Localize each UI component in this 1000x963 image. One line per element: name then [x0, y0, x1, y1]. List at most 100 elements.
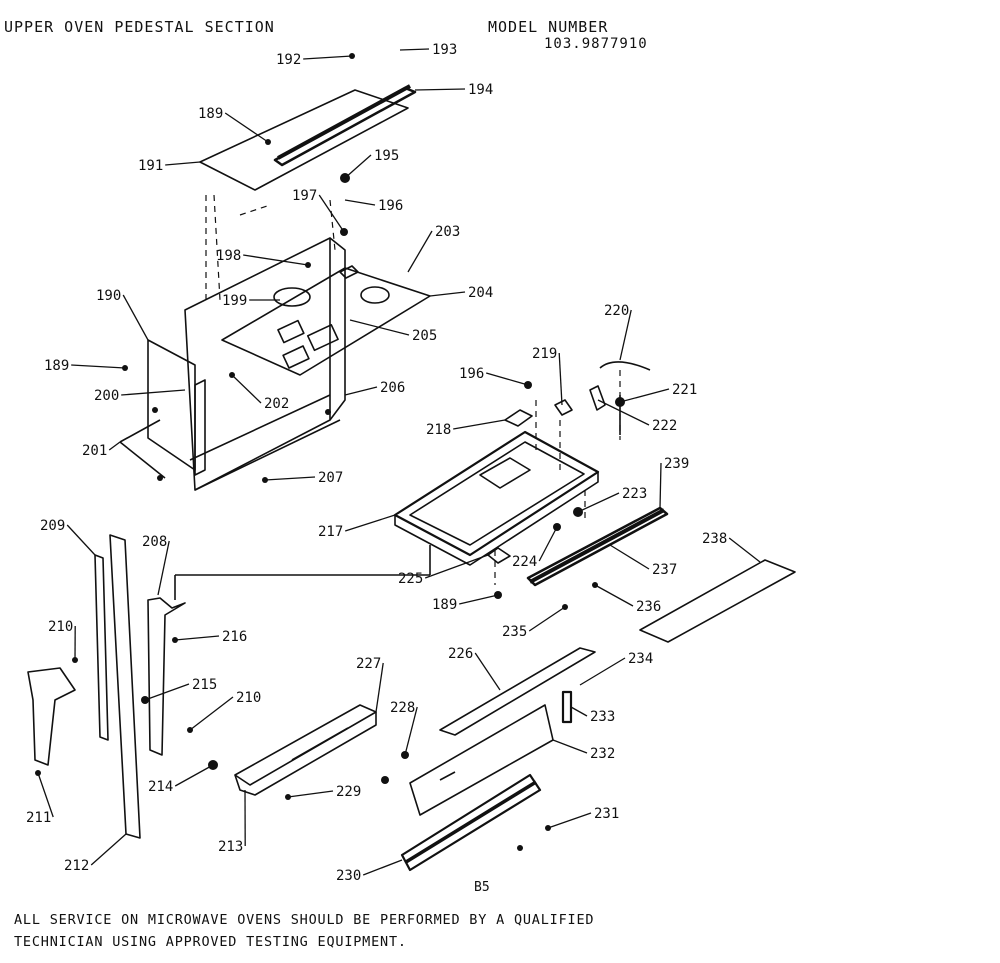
leader-line-216: [174, 635, 220, 641]
leader-line-197: [318, 194, 345, 233]
panel-232: [409, 704, 554, 816]
leader-line-231: [547, 812, 592, 829]
leader-line-200: [121, 389, 186, 396]
part-label-213: 213: [218, 839, 243, 855]
part-label-219: 219: [532, 346, 557, 362]
leader-line-198: [243, 254, 309, 266]
part-label-216: 216: [222, 629, 247, 645]
leader-line-230: [362, 859, 403, 876]
bracket-208: [147, 597, 186, 756]
service-note-line-2: TECHNICIAN USING APPROVED TESTING EQUIPM…: [14, 934, 407, 950]
part-label-234: 234: [628, 651, 653, 667]
part-label-211: 211: [26, 810, 51, 826]
leader-line-237: [609, 544, 650, 570]
part-label-193: 193: [432, 42, 457, 58]
bottom-plate: [639, 559, 796, 643]
leader-line-202: [231, 374, 262, 404]
leader-line-227: [375, 662, 384, 713]
leader-line-220: [619, 309, 632, 361]
leader-line-214: [174, 764, 214, 787]
part-label-218: 218: [426, 422, 451, 438]
part-label-222: 222: [652, 418, 677, 434]
part-label-189: 189: [198, 106, 223, 122]
part-label-192: 192: [276, 52, 301, 68]
leader-line-217: [345, 514, 396, 532]
part-label-220: 220: [604, 303, 629, 319]
leader-line-219: [558, 352, 563, 406]
part-label-191: 191: [138, 158, 163, 174]
part-label-223: 223: [622, 486, 647, 502]
part-label-224: 224: [512, 554, 537, 570]
part-label-230: 230: [336, 868, 361, 884]
leader-line-208: [157, 540, 170, 596]
leader-line-193: [399, 48, 430, 51]
part-label-210: 210: [48, 619, 73, 635]
part-label-207: 207: [318, 470, 343, 486]
strip-212: [109, 534, 141, 839]
part-label-206: 206: [380, 380, 405, 396]
part-label-236: 236: [636, 599, 661, 615]
part-label-226: 226: [448, 646, 473, 662]
leader-line-194: [414, 88, 466, 91]
leader-line-207: [264, 476, 316, 481]
leader-line-203: [407, 230, 433, 273]
channel-230: [400, 773, 542, 872]
leader-line-222: [597, 399, 650, 426]
leader-line-204: [429, 291, 466, 297]
section-title: UPPER OVEN PEDESTAL SECTION: [4, 18, 275, 36]
leader-line-215: [144, 683, 190, 701]
part-label-189-2: 189: [44, 358, 69, 374]
part-label-205: 205: [412, 328, 437, 344]
leader-line-189: [459, 594, 499, 605]
leader-line-195: [344, 154, 372, 179]
leader-line-233: [570, 706, 588, 717]
strip-209: [94, 554, 109, 741]
part-label-239: 239: [664, 456, 689, 472]
leader-line-218: [453, 419, 506, 430]
part-label-237: 237: [652, 562, 677, 578]
part-label-227: 227: [356, 656, 381, 672]
part-label-232: 232: [590, 746, 615, 762]
leader-line-228: [404, 706, 418, 756]
leader-line-224: [538, 526, 558, 562]
part-label-190: 190: [96, 288, 121, 304]
model-number-label: MODEL NUMBER: [488, 18, 609, 36]
part-label-238: 238: [702, 531, 727, 547]
part-label-196: 196: [378, 198, 403, 214]
service-note-line-1: ALL SERVICE ON MICROWAVE OVENS SHOULD BE…: [14, 912, 595, 928]
part-label-215: 215: [192, 677, 217, 693]
part-233: [561, 690, 573, 724]
leader-line-223: [577, 492, 620, 513]
part-label-209: 209: [40, 518, 65, 534]
part-label-231: 231: [594, 806, 619, 822]
leader-line-235: [528, 606, 566, 632]
part-label-200: 200: [94, 388, 119, 404]
part-label-214: 214: [148, 779, 173, 795]
part-label-208: 208: [142, 534, 167, 550]
leader-line-191: [165, 161, 201, 166]
leader-line-236: [594, 584, 634, 607]
leader-line-189: [224, 112, 269, 143]
part-label-204: 204: [468, 285, 493, 301]
leader-line-205: [349, 319, 410, 336]
part-label-225: 225: [398, 571, 423, 587]
bracket-211: [27, 667, 76, 766]
channel-213: [234, 704, 377, 786]
leader-line-234: [579, 657, 626, 686]
part-label-233: 233: [590, 709, 615, 725]
leader-line-212: [90, 833, 127, 866]
part-label-221: 221: [672, 382, 697, 398]
part-label-229: 229: [336, 784, 361, 800]
part-label-203: 203: [435, 224, 460, 240]
part-label-189-3: 189: [432, 597, 457, 613]
part-label-199: 199: [222, 293, 247, 309]
part-label-235: 235: [502, 624, 527, 640]
part-label-228: 228: [390, 700, 415, 716]
leader-line-210: [189, 696, 234, 731]
leader-line-196: [344, 199, 376, 206]
leader-line-238: [728, 537, 761, 563]
control-plate: [221, 267, 431, 376]
leader-line-189: [71, 364, 126, 369]
